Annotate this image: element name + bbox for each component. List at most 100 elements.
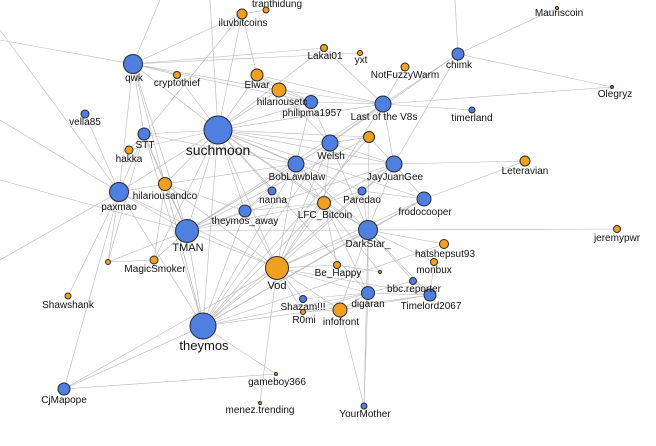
edge-stt-hilariousandco bbox=[143, 133, 166, 185]
node-leteravian[interactable] bbox=[519, 155, 531, 167]
node-iluvbitcoins[interactable] bbox=[236, 8, 248, 20]
node-label-lakai01: Lakai01 bbox=[307, 51, 342, 62]
node-hilariousetc[interactable] bbox=[271, 82, 287, 98]
node-cryptothief[interactable] bbox=[173, 71, 181, 79]
edge-darkstar-welsh bbox=[329, 142, 369, 231]
node-label-philipma1957: philipma1957 bbox=[282, 108, 342, 119]
node-label-bbc-reporter: bbc.reporter bbox=[387, 284, 442, 295]
node-gameboy366[interactable] bbox=[274, 372, 278, 376]
node-label-cryptothief: cryptothief bbox=[154, 78, 200, 89]
node-cjmapope[interactable] bbox=[57, 382, 71, 396]
edge-qwk-iluvbitcoins bbox=[132, 13, 243, 65]
node-lakai01[interactable] bbox=[320, 44, 328, 52]
edge-border-7 bbox=[0, 179, 188, 232]
node-tranthidung[interactable] bbox=[262, 6, 270, 14]
node-menez-trending[interactable] bbox=[258, 401, 262, 405]
node-timelord2067[interactable] bbox=[423, 288, 437, 302]
node-elwar[interactable] bbox=[250, 68, 264, 82]
edge-jayjuangee-lfc-bitcoin bbox=[323, 163, 395, 204]
node-philipma1957[interactable] bbox=[304, 95, 318, 109]
node-jayjuangee[interactable] bbox=[385, 155, 403, 173]
edge-border-6 bbox=[454, 0, 459, 55]
node-hilariousandco[interactable] bbox=[158, 177, 172, 191]
node-qwk[interactable] bbox=[123, 54, 143, 74]
edge-lfc-bitcoin-be-happy bbox=[323, 202, 338, 266]
edge-suchmoon-lfc-bitcoin bbox=[217, 129, 325, 204]
node-tman[interactable] bbox=[175, 219, 199, 243]
node-notfuzzywarm[interactable] bbox=[400, 62, 410, 72]
node-nanna[interactable] bbox=[267, 186, 277, 196]
node-label-welsh: Welsh bbox=[317, 151, 345, 162]
edge-darkstar-yourmother bbox=[363, 229, 369, 407]
node-node-welsh-orange[interactable] bbox=[363, 131, 375, 143]
node-label-yourmother: YourMother bbox=[339, 409, 391, 420]
node-label-olegryz: Olegryz bbox=[598, 89, 632, 100]
edge-qwk-stt bbox=[132, 63, 145, 135]
edge-tman-qwk bbox=[132, 63, 188, 232]
edge-tman-theymos bbox=[186, 230, 204, 327]
node-lfc-bitcoin[interactable] bbox=[317, 196, 331, 210]
node-label-leteravian: Leteravian bbox=[502, 166, 549, 177]
edge-digaran-r0mi bbox=[302, 292, 369, 313]
node-hakka[interactable] bbox=[124, 145, 134, 155]
edge-vod-last-of-the-v8s bbox=[276, 103, 384, 269]
node-welsh[interactable] bbox=[321, 134, 339, 152]
node-paxmao[interactable] bbox=[109, 182, 129, 202]
node-stt[interactable] bbox=[137, 127, 151, 141]
edge-suchmoon-welsh bbox=[217, 129, 331, 144]
edge-suchmoon-lakai01 bbox=[217, 47, 325, 131]
node-label-r0mi: R0mi bbox=[292, 315, 315, 326]
node-monbux[interactable] bbox=[430, 258, 438, 266]
node-yxt[interactable] bbox=[357, 50, 363, 56]
edge-paxmao-node-magicsmoker-small bbox=[107, 191, 120, 263]
node-node-behappy-small[interactable] bbox=[378, 270, 382, 274]
node-yourmother[interactable] bbox=[360, 402, 368, 410]
edge-lfc-bitcoin-theymos-away bbox=[244, 202, 325, 212]
node-olegryz[interactable] bbox=[610, 85, 614, 89]
node-darkstar[interactable] bbox=[358, 220, 378, 240]
node-be-happy[interactable] bbox=[333, 261, 341, 269]
node-infofront[interactable] bbox=[332, 302, 348, 318]
edge-chimk-olegryz bbox=[457, 53, 613, 88]
node-magicsmoker[interactable] bbox=[149, 255, 159, 265]
node-digaran[interactable] bbox=[361, 286, 375, 300]
edge-frodocooper-leteravian bbox=[423, 160, 526, 200]
edge-theymos-timelord2067 bbox=[202, 294, 431, 327]
node-vella85[interactable] bbox=[80, 109, 90, 119]
node-node-magicsmoker-small[interactable] bbox=[105, 259, 111, 265]
node-label-paxmao: paxmao bbox=[101, 202, 137, 213]
node-frodocooper[interactable] bbox=[416, 191, 432, 207]
edge-paxmao-stt bbox=[118, 133, 145, 193]
node-label-last-of-the-v8s: Last of the V8s bbox=[351, 112, 418, 123]
node-theymos-away[interactable] bbox=[238, 204, 252, 218]
node-hatshepsut93[interactable] bbox=[439, 239, 449, 249]
edge-border-4 bbox=[132, 0, 161, 65]
node-jeremypwr[interactable] bbox=[613, 225, 621, 233]
edge-border-3 bbox=[0, 39, 134, 65]
node-timerland[interactable] bbox=[468, 106, 476, 114]
edge-boblawblaw-stt bbox=[143, 133, 297, 165]
node-shawshank[interactable] bbox=[64, 292, 72, 300]
node-r0mi[interactable] bbox=[300, 309, 306, 315]
edge-darkstar-infofront bbox=[339, 229, 369, 311]
node-label-magicsmoker: MagicSmoker bbox=[124, 264, 186, 275]
node-shazam[interactable] bbox=[299, 295, 307, 303]
edge-theymos-vod bbox=[202, 267, 278, 327]
node-theymos[interactable] bbox=[189, 312, 217, 340]
edge-darkstar-jeremypwr bbox=[367, 228, 618, 231]
node-vod[interactable] bbox=[265, 256, 289, 280]
node-label-lfc-bitcoin: LFC_Bitcoin bbox=[298, 210, 352, 221]
node-mauriscoin[interactable] bbox=[555, 6, 559, 10]
node-last-of-the-v8s[interactable] bbox=[374, 95, 392, 113]
edge-theymos-welsh bbox=[202, 142, 331, 327]
node-label-suchmoon: suchmoon bbox=[186, 142, 251, 158]
edge-vod-digaran bbox=[276, 267, 369, 294]
node-paredao[interactable] bbox=[357, 186, 367, 196]
node-suchmoon[interactable] bbox=[203, 115, 233, 145]
edge-vod-boblawblaw bbox=[276, 163, 297, 269]
node-boblawblaw[interactable] bbox=[287, 155, 305, 173]
node-label-hilariousetc: hilariousetc bbox=[257, 97, 308, 108]
node-bbc-reporter[interactable] bbox=[409, 277, 417, 285]
edge-theymos-theymos-away bbox=[202, 210, 246, 327]
node-chimk[interactable] bbox=[451, 47, 465, 61]
